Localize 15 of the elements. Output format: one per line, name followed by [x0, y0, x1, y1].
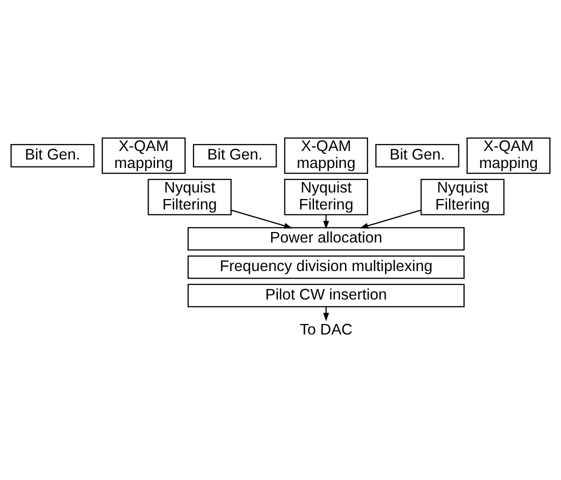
node-box: Nyquist Filtering — [284, 178, 368, 216]
node-box: Bit Gen. — [10, 144, 94, 168]
node-box: Bit Gen. — [192, 144, 277, 168]
node-box: Nyquist Filtering — [148, 178, 232, 216]
node-box: Power allocation — [188, 227, 465, 251]
node-box: Bit Gen. — [375, 144, 460, 168]
node-box: X-QAM mapping — [102, 138, 186, 174]
node-box: X-QAM mapping — [466, 138, 550, 174]
arrow — [360, 210, 422, 229]
node-box: X-QAM mapping — [284, 138, 368, 174]
node-box: Frequency division multiplexing — [188, 256, 465, 279]
node-text: To DAC — [300, 322, 352, 339]
node-box: Pilot CW insertion — [188, 284, 465, 308]
node-box: Nyquist Filtering — [420, 178, 504, 216]
arrow — [231, 210, 293, 229]
